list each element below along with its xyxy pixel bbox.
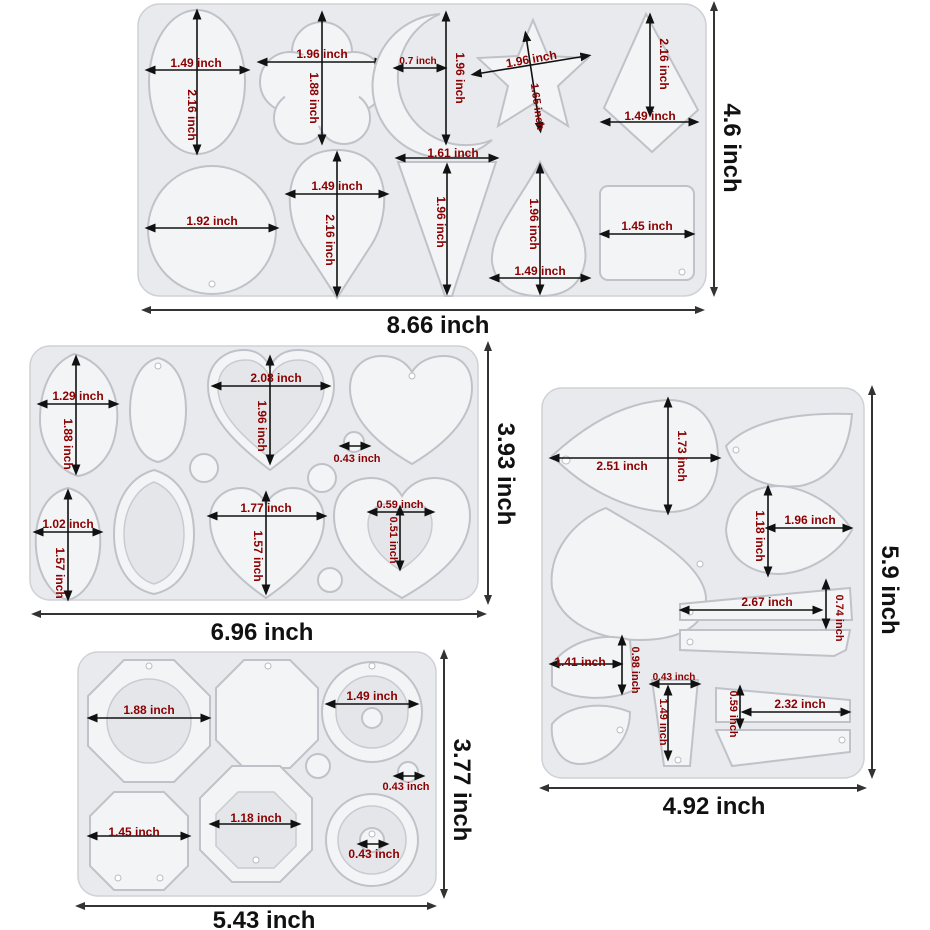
kite-width-label: 1.49 inch <box>624 109 675 123</box>
drop-2-width-label: 1.96 inch <box>784 513 835 527</box>
mold-2-height-label: 3.93 inch <box>492 423 519 526</box>
triangle-width-label: 1.61 inch <box>427 146 478 160</box>
dot-cavity <box>189 453 219 483</box>
moon-cavity <box>371 13 493 159</box>
oval-width-label: 1.49 inch <box>170 56 221 70</box>
moon-height-label: 1.96 inch <box>453 52 467 103</box>
mold-1-width-label: 8.66 inch <box>387 312 490 339</box>
bar-2-width-label: 2.32 inch <box>774 697 825 711</box>
octagon-3-diameter-label: 1.45 inch <box>108 825 159 839</box>
mold-4-height-label: 3.77 inch <box>448 739 475 842</box>
tear-height-label: 1.96 inch <box>527 198 541 249</box>
small-leaf-width-label: 1.02 inch <box>42 517 93 531</box>
mold-2-width-label: 6.96 inch <box>211 619 314 646</box>
dot-diameter-label: 0.43 inch <box>333 453 380 465</box>
mold-1-height-label: 4.6 inch <box>718 103 745 192</box>
mold-1: 1.49 inch 2.16 inch 1.96 inch 1.88 inch … <box>137 0 745 339</box>
mold-3-height-label: 5.9 inch <box>876 545 903 634</box>
heart-width-label: 2.08 inch <box>250 371 301 385</box>
ring-2-diameter-label: 0.43 inch <box>348 847 399 861</box>
tear-width-label: 1.49 inch <box>514 264 565 278</box>
octagon-3-cavity <box>89 791 189 891</box>
mold-2: 1.29 inch 1.88 inch 2.08 inch 1.96 inch … <box>29 341 519 646</box>
mold-3-width-label: 4.92 inch <box>663 793 766 820</box>
heart-right-cavity <box>348 354 474 466</box>
drop-height-label: 2.16 inch <box>323 214 337 265</box>
scallop-oval-cavity <box>128 356 188 464</box>
oval-height-label: 2.16 inch <box>185 89 199 140</box>
mold-3: 2.51 inch 1.73 inch 1.18 inch 1.96 inch … <box>539 385 903 820</box>
heart-2-width-label: 1.77 inch <box>240 501 291 515</box>
thin-width-label: 0.43 inch <box>653 672 696 683</box>
bar-width-label: 2.67 inch <box>741 595 792 609</box>
heart-3-height-label: 0.51 inch <box>387 516 399 563</box>
moon-width-label: 0.7 inch <box>399 56 436 67</box>
ring-diameter-label: 1.49 inch <box>346 689 397 703</box>
thin-height-label: 1.49 inch <box>657 698 669 745</box>
bar-height-label: 0.74 inch <box>833 594 845 641</box>
small-leaf-height-label: 1.57 inch <box>53 547 67 598</box>
octagon-4-diameter-label: 1.18 inch <box>230 811 281 825</box>
dot-4-cavity <box>397 761 419 783</box>
flower-height-label: 1.88 inch <box>307 72 321 123</box>
heart-height-label: 1.96 inch <box>255 400 269 451</box>
octagon-2-cavity <box>215 659 319 769</box>
small-drop-2-cavity <box>550 704 632 766</box>
kite-height-label: 2.16 inch <box>657 38 671 89</box>
mold-4-width-label: 5.43 inch <box>213 907 316 930</box>
square-cavity <box>599 185 695 281</box>
octagon-diameter-label: 1.88 inch <box>123 703 174 717</box>
flower-width-label: 1.96 inch <box>296 47 347 61</box>
dot-4-diameter-label: 0.43 inch <box>382 781 429 793</box>
heart-2-height-label: 1.57 inch <box>251 530 265 581</box>
bar-2-height-label: 0.59 inch <box>727 690 739 737</box>
leaf-width-label: 1.29 inch <box>52 389 103 403</box>
big-drop-height-label: 1.73 inch <box>675 430 689 481</box>
drop-3-cavity <box>550 506 708 642</box>
mold-4: 1.88 inch 1.49 inch 0.43 inch 1.45 inch … <box>75 649 475 930</box>
square-width-label: 1.45 inch <box>621 219 672 233</box>
triangle-height-label: 1.96 inch <box>434 196 448 247</box>
small-width-label: 1.41 inch <box>554 655 605 669</box>
leaf-height-label: 1.88 inch <box>61 418 75 469</box>
big-drop-width-label: 2.51 inch <box>596 459 647 473</box>
circle-cavity <box>147 165 277 295</box>
drop-2-height-label: 1.18 inch <box>753 510 767 561</box>
circle-diameter-label: 1.92 inch <box>186 214 237 228</box>
small-height-label: 0.98 inch <box>629 646 641 693</box>
drop-right-cavity <box>724 412 854 488</box>
heart-3-width-label: 0.59 inch <box>376 499 423 511</box>
drop-width-label: 1.49 inch <box>311 179 362 193</box>
